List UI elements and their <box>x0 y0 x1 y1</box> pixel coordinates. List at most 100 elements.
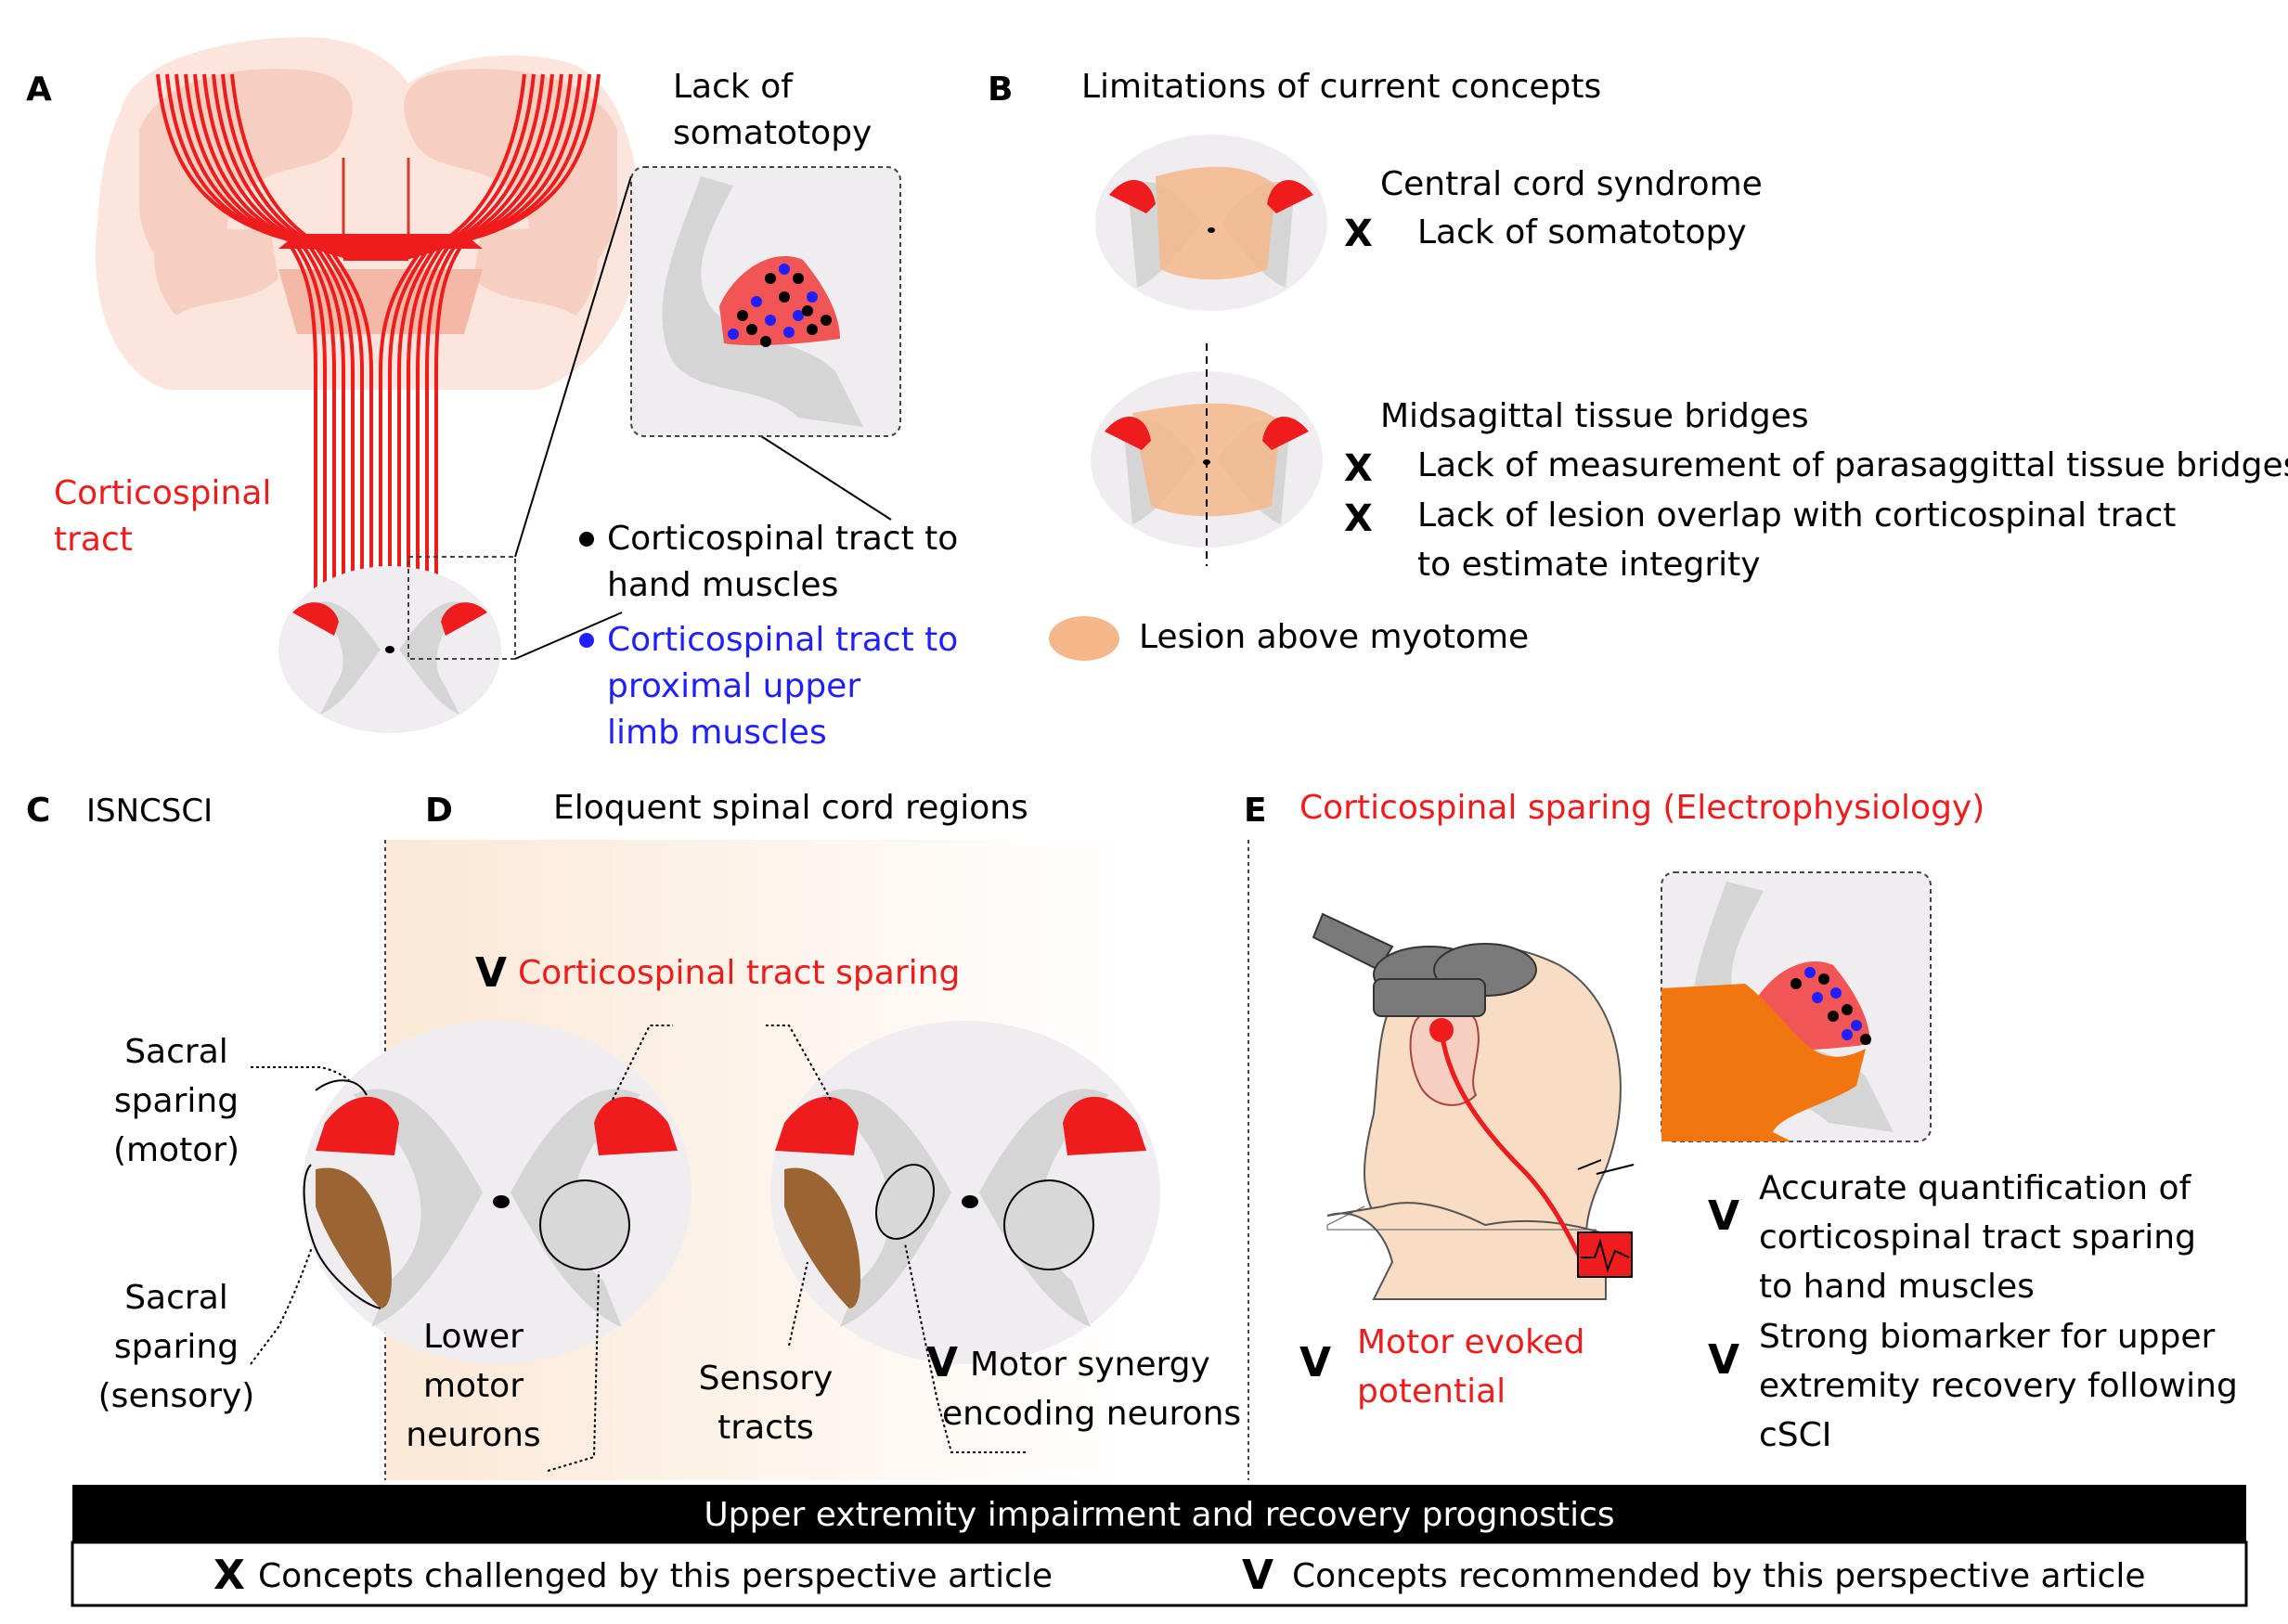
fiber <box>323 249 364 612</box>
panel-c-title: ISNCSCI <box>86 793 213 830</box>
spinal-cord-section-a <box>278 175 892 733</box>
panel-d-letter: D <box>425 792 453 830</box>
hand-dot <box>802 305 813 316</box>
motor-sparing-3: (motor) <box>113 1131 239 1169</box>
hand-dot <box>737 310 748 321</box>
accurate-label-3: to hand muscles <box>1759 1268 2035 1306</box>
cst-left <box>775 1096 859 1155</box>
biomarker-check: V <box>1708 1336 1739 1384</box>
sensory-tracts-label-2: tracts <box>717 1409 814 1447</box>
synergy-label-2: encoding neurons <box>942 1395 1241 1433</box>
hand-dot <box>1818 973 1829 985</box>
hand-dot <box>1842 1004 1853 1015</box>
mep-label-2: potential <box>1357 1373 1506 1411</box>
motor-sparing-1: Sacral <box>124 1033 228 1071</box>
decussation-band <box>278 234 483 249</box>
sensory-tracts-label-1: Sensory <box>699 1360 834 1398</box>
panel-e: E Corticospinal sparing (Electrophysiolo… <box>1244 789 2238 1454</box>
fiber <box>407 245 444 612</box>
cst-left <box>292 602 339 636</box>
item1-text: Lack of somatotopy <box>1417 213 1747 251</box>
proximal-dot <box>1851 1020 1862 1031</box>
zoom-line <box>760 435 892 521</box>
emg-trace-box <box>1577 1231 1633 1278</box>
somatotopy-label-2: somatotopy <box>673 114 872 152</box>
footer-legend-box <box>71 1540 2248 1607</box>
footer-x-mark: X <box>213 1552 245 1599</box>
proximal-dot <box>807 291 818 303</box>
central-canal <box>962 1195 978 1208</box>
cst-fibers <box>156 73 601 612</box>
legend-proximal-1: Corticospinal tract to <box>607 621 958 659</box>
cst-left <box>1109 179 1156 213</box>
panel-b-title: Limitations of current concepts <box>1081 68 1601 106</box>
proximal-dot <box>783 327 795 338</box>
accurate-check: V <box>1708 1192 1739 1240</box>
panel-d-title: Eloquent spinal cord regions <box>553 789 1028 827</box>
legend-hand-dot <box>579 532 594 547</box>
inset-cst <box>719 256 840 346</box>
hand-dot <box>821 315 832 326</box>
lesion-legend-swatch <box>1049 616 1119 661</box>
cst-sparing-label: Corticospinal tract sparing <box>518 954 960 992</box>
head-illustration <box>1326 945 1635 1300</box>
central-canal <box>493 1195 510 1208</box>
item2-text1: Lack of measurement of parasaggittal tis… <box>1417 446 2288 484</box>
legend-proximal-3: limb muscles <box>607 714 827 752</box>
cst-left <box>1105 416 1151 450</box>
tms-coil <box>1312 912 1537 1017</box>
cst-right <box>1262 416 1309 450</box>
proximal-dot <box>765 315 776 326</box>
footer-banner <box>72 1485 2246 1542</box>
proximal-dot <box>1804 967 1816 978</box>
item2-x2: X <box>1344 497 1373 540</box>
fiber <box>286 239 317 612</box>
inset-lesion <box>1661 984 1866 1141</box>
lmn-label-2: motor <box>423 1367 524 1405</box>
fiber <box>388 249 429 612</box>
motor-sparing-2: sparing <box>114 1082 239 1120</box>
lesion-area <box>1156 166 1276 280</box>
legend-hand-2: hand muscles <box>607 566 838 604</box>
hand-dot <box>807 324 818 335</box>
panel-a: A <box>26 37 958 752</box>
gray-matter-right <box>511 1089 640 1327</box>
footer-banner-text: Upper extremity impairment and recovery … <box>704 1496 1614 1534</box>
cst-left <box>316 1096 399 1155</box>
footer-recommended: Concepts recommended by this perspective… <box>1292 1557 2145 1595</box>
item2-text2-1: Lack of lesion overlap with corticospina… <box>1417 496 2176 535</box>
brain-lobe-right <box>473 223 598 316</box>
proximal-dot <box>1830 987 1842 999</box>
chin-line <box>1326 1205 1596 1231</box>
ear-line <box>1596 1164 1635 1175</box>
gray-matter-left <box>316 601 381 715</box>
inset-gray-matter <box>662 176 863 427</box>
cst-right <box>1063 1096 1146 1155</box>
fiber <box>330 251 373 612</box>
proximal-dot <box>1812 992 1823 1003</box>
sensory-sparing-2: sparing <box>114 1328 239 1366</box>
biomarker-label-2: extremity recovery following <box>1759 1367 2238 1405</box>
item2-x1: X <box>1344 447 1373 490</box>
fiber <box>308 245 345 612</box>
fiber <box>293 241 327 612</box>
lmn-label-3: neurons <box>406 1416 540 1454</box>
cord-midsagittal-bridges <box>1091 343 1323 566</box>
proximal-dot <box>751 296 762 307</box>
fiber <box>425 241 459 612</box>
biomarker-label-3: cSCI <box>1759 1416 1831 1454</box>
sensory-tract <box>316 1167 392 1308</box>
legend-hand-1: Corticospinal tract to <box>607 520 958 558</box>
accurate-label-2: corticospinal tract sparing <box>1759 1218 2196 1257</box>
lower-motor-neuron-pool <box>1003 1179 1094 1270</box>
central-canal <box>1208 227 1215 233</box>
brain-lobe-left <box>154 223 278 316</box>
midline-fissure <box>342 158 410 241</box>
legend-proximal-dot <box>579 633 594 648</box>
cst-right <box>594 1096 678 1155</box>
zoom-box-small <box>407 556 516 660</box>
cord-d-left <box>302 1021 692 1364</box>
lower-motor-neuron-pool <box>539 1179 630 1270</box>
panel-e-title: Corticospinal sparing (Electrophysiology… <box>1299 789 1984 827</box>
fiber <box>416 243 451 612</box>
